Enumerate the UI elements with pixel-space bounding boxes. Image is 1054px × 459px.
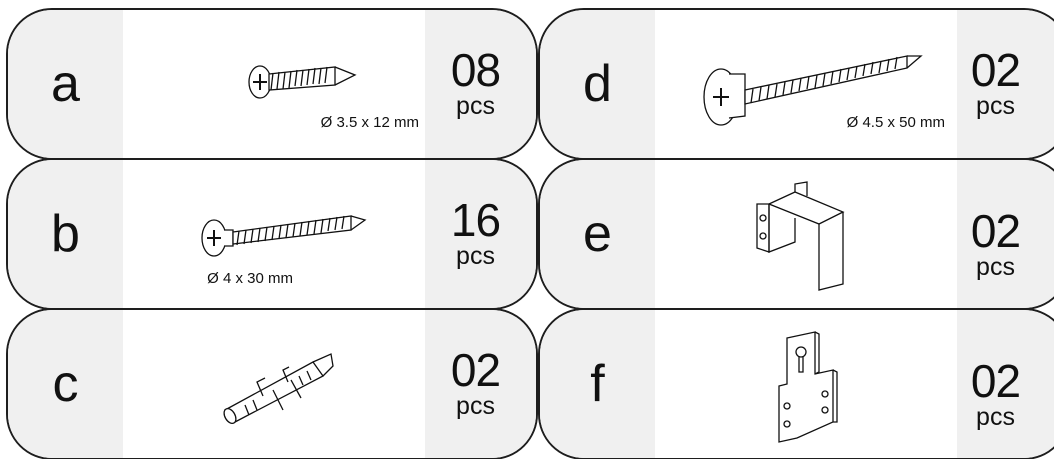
short-wood-screw-icon <box>248 65 357 99</box>
part-card-c: c 02 pcs <box>6 308 538 459</box>
part-image-cell <box>655 160 957 308</box>
part-unit: pcs <box>456 91 495 120</box>
part-unit: pcs <box>976 252 1015 281</box>
part-spec: Ø 3.5 x 12 mm <box>320 114 419 131</box>
part-quantity-cell: 02 pcs <box>425 310 536 458</box>
part-letter-cell: e <box>540 160 655 308</box>
part-quantity: 02 <box>970 44 1021 97</box>
part-image-cell: Ø 4 x 30 mm <box>123 160 425 308</box>
part-letter: b <box>51 205 80 263</box>
part-spec: Ø 4.5 x 50 mm <box>846 114 945 131</box>
part-image-cell <box>655 310 957 458</box>
part-letter-cell: a <box>8 10 123 158</box>
part-letter-cell: f <box>540 310 655 458</box>
part-quantity: 16 <box>450 194 501 247</box>
part-letter-cell: d <box>540 10 655 158</box>
part-unit: pcs <box>976 91 1015 120</box>
part-unit: pcs <box>456 241 495 270</box>
part-letter-cell: c <box>8 310 123 458</box>
part-card-f: f 02 pcs <box>538 308 1054 459</box>
keyhole-hanging-plate-icon <box>778 331 838 443</box>
part-quantity-cell: 08 pcs <box>425 10 536 158</box>
part-quantity-cell: 16 pcs <box>425 160 536 308</box>
part-image-cell <box>123 310 425 458</box>
part-quantity: 08 <box>450 44 501 97</box>
part-card-a: a Ø 3.5 x 12 mm 08 pcs <box>6 8 538 160</box>
part-quantity: 02 <box>970 355 1021 408</box>
washer-head-screw-icon <box>201 215 367 257</box>
part-unit: pcs <box>456 391 495 420</box>
part-quantity: 02 <box>970 205 1021 258</box>
part-card-b: b Ø 4 x 30 mm 16 pcs <box>6 158 538 310</box>
part-unit: pcs <box>976 402 1015 431</box>
part-letter: e <box>583 205 612 263</box>
part-letter: c <box>52 355 79 413</box>
part-letter: a <box>51 55 80 113</box>
part-quantity: 02 <box>450 344 501 397</box>
part-spec: Ø 4 x 30 mm <box>207 270 293 287</box>
part-card-d: d Ø 4.5 x 50 mm 02 pcs <box>538 8 1054 160</box>
part-quantity-cell: 02 pcs <box>957 310 1054 458</box>
part-image-cell: Ø 3.5 x 12 mm <box>123 10 425 158</box>
part-letter: d <box>583 55 612 113</box>
part-quantity-cell: 02 pcs <box>957 160 1054 308</box>
part-image-cell: Ø 4.5 x 50 mm <box>655 10 957 158</box>
part-letter: f <box>590 355 605 413</box>
long-pan-head-screw-icon <box>703 55 923 126</box>
part-letter-cell: b <box>8 160 123 308</box>
part-quantity-cell: 02 pcs <box>957 10 1054 158</box>
u-bracket-icon <box>756 181 845 291</box>
part-card-e: e 02 pcs <box>538 158 1054 310</box>
wall-plug-icon <box>223 353 334 425</box>
